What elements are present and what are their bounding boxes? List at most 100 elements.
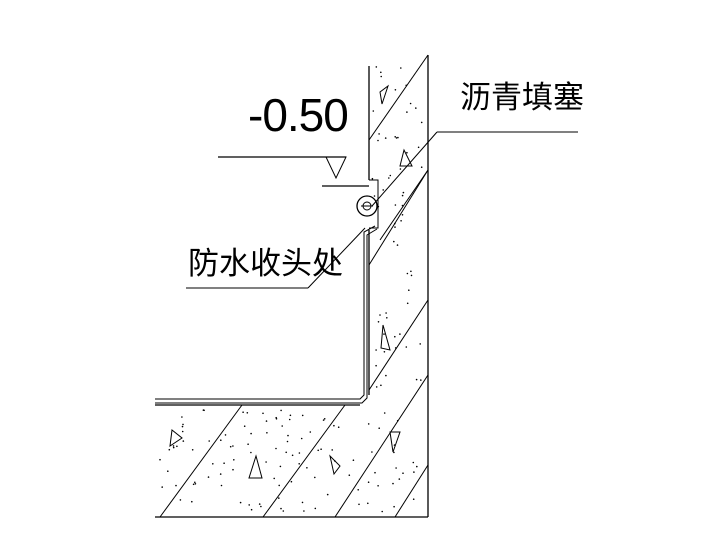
stipple-dot: [298, 452, 301, 454]
stipple-dot: [410, 274, 413, 277]
stipple-dot: [334, 460, 336, 462]
wall-hatching: [368, 54, 429, 391]
stipple-dot: [386, 317, 388, 319]
stipple-dot: [281, 425, 284, 427]
stipple-dot: [383, 333, 385, 335]
stipple-dot: [159, 458, 161, 461]
stipple-dot: [239, 501, 242, 504]
stipple-dot: [273, 477, 276, 480]
stipple-dot: [320, 448, 322, 451]
stipple-dot: [278, 484, 281, 487]
stipple-dot: [375, 364, 377, 367]
stipple-dot: [290, 480, 293, 483]
stipple-dot: [220, 484, 223, 487]
stipple-dot: [377, 139, 379, 142]
stipple-dot: [394, 89, 397, 91]
stipple-dot: [371, 451, 373, 453]
stipple-dot: [378, 133, 380, 135]
aggregate-symbols: [169, 84, 413, 479]
stipple-dot: [388, 177, 390, 179]
stipple-dot: [179, 499, 182, 501]
stipple-dot: [372, 110, 375, 112]
stipple-dot: [333, 424, 335, 427]
stipple-dot: [168, 448, 171, 451]
stipple-dot: [375, 386, 378, 388]
stipple-dot: [381, 510, 384, 513]
stipple-dot: [194, 481, 196, 484]
stipple-dot: [306, 467, 308, 469]
stipple-dot: [314, 476, 316, 479]
stipple-dot: [247, 443, 249, 446]
stipple-dot: [265, 461, 267, 463]
stipple-dot: [375, 349, 377, 351]
stipple-dot: [285, 451, 288, 454]
stipple-dot: [406, 272, 409, 275]
stipple-dot: [399, 333, 401, 335]
stipple-dot: [377, 321, 380, 323]
stipple-dot: [175, 484, 177, 487]
stipple-dot: [420, 379, 422, 381]
stipple-dot: [396, 419, 399, 422]
stipple-dot: [405, 84, 408, 87]
stipple-dot: [394, 347, 397, 349]
stipple-dot: [289, 414, 292, 417]
stipple-dot: [371, 177, 374, 180]
stipple-dot: [250, 432, 252, 435]
stipple-dot: [409, 102, 412, 105]
stipple-dot: [161, 486, 163, 488]
stipple-dot: [415, 378, 418, 381]
stipple-dot: [191, 449, 194, 451]
stipple-dot: [401, 204, 404, 207]
stipple-dot: [182, 423, 184, 426]
stipple-dot: [395, 137, 398, 139]
stipple-dot: [419, 343, 422, 345]
stipple-dot: [229, 445, 232, 448]
callout-asphalt-fill: 沥青填塞: [371, 80, 584, 207]
stipple-dot: [405, 346, 408, 348]
stipple-dot: [389, 174, 392, 177]
stipple-dot: [400, 67, 402, 69]
stipple-dot: [250, 508, 253, 511]
stipple-dots: [159, 66, 423, 513]
stipple-dot: [392, 482, 394, 485]
stipple-dot: [314, 507, 317, 510]
stipple-dot: [275, 447, 277, 450]
stipple-dot: [191, 500, 193, 503]
stipple-dot: [415, 107, 417, 109]
stipple-dot: [420, 166, 423, 168]
stipple-dot: [357, 489, 360, 491]
stipple-dot: [412, 461, 415, 464]
stipple-dot: [379, 314, 381, 316]
stipple-dot: [400, 220, 402, 222]
stipple-dot: [220, 439, 222, 442]
stipple-dot: [279, 465, 282, 468]
elevation-mark: -0.50: [218, 89, 369, 187]
stipple-dot: [280, 507, 282, 510]
stipple-dot: [398, 478, 401, 480]
stipple-dot: [323, 418, 326, 420]
stipple-dot: [367, 502, 369, 505]
stipple-dot: [233, 459, 235, 461]
stipple-dot: [401, 214, 404, 216]
stipple-dot: [412, 498, 415, 501]
stipple-dot: [172, 445, 175, 447]
stipple-dot: [394, 222, 396, 225]
stipple-dot: [394, 204, 397, 206]
callout-waterproof-end: 防水收头处: [186, 227, 366, 289]
stipple-dot: [395, 467, 397, 469]
stipple-dot: [380, 75, 383, 78]
stipple-dot: [242, 411, 244, 414]
stipple-dot: [224, 434, 227, 436]
stipple-dot: [280, 409, 282, 412]
stipple-dot: [406, 302, 409, 305]
stipple-dot: [232, 468, 234, 471]
stipple-dot: [352, 459, 355, 462]
stipple-dot: [317, 449, 320, 452]
stipple-dot: [393, 505, 395, 508]
stipple-dot: [383, 351, 386, 353]
stipple-dot: [181, 430, 184, 433]
stipple-dot: [203, 409, 205, 412]
stipple-dot: [373, 195, 376, 197]
stipple-dot: [402, 191, 405, 194]
stipple-dot: [399, 168, 402, 170]
